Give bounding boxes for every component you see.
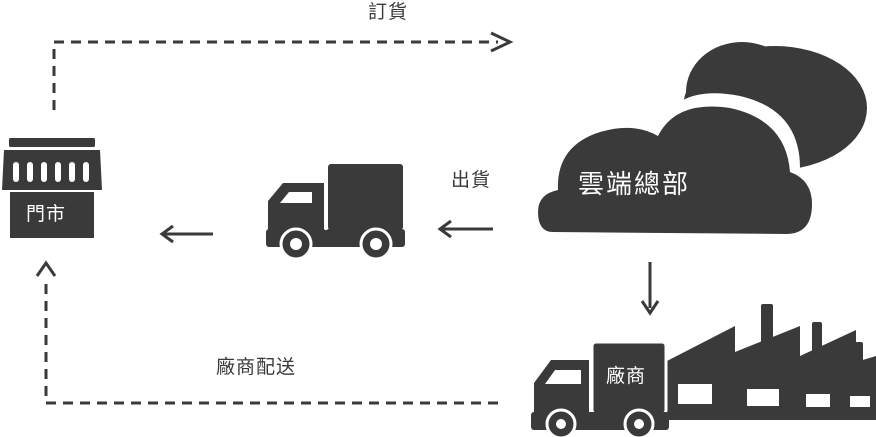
to-store-arrow: [159, 224, 213, 244]
vendor-delivery-label: 廠商配送: [216, 356, 297, 378]
cloud-icon: [526, 42, 867, 244]
order-label: 訂貨: [368, 1, 409, 23]
store-label: 門市: [26, 203, 67, 225]
order-arrowhead: [490, 31, 514, 53]
delivery-path: [44, 278, 498, 405]
to-factory-arrow: [640, 262, 660, 316]
store-icon: [2, 138, 102, 238]
order-path: [52, 40, 498, 110]
ship-arrow: [437, 219, 493, 239]
factory-icon: [531, 304, 876, 437]
factory-label: 廠商: [606, 365, 647, 387]
truck-icon: [266, 164, 405, 261]
ship-label: 出貨: [451, 169, 492, 191]
cloud-label: 雲端總部: [578, 170, 691, 200]
delivery-arrowhead: [35, 260, 57, 277]
